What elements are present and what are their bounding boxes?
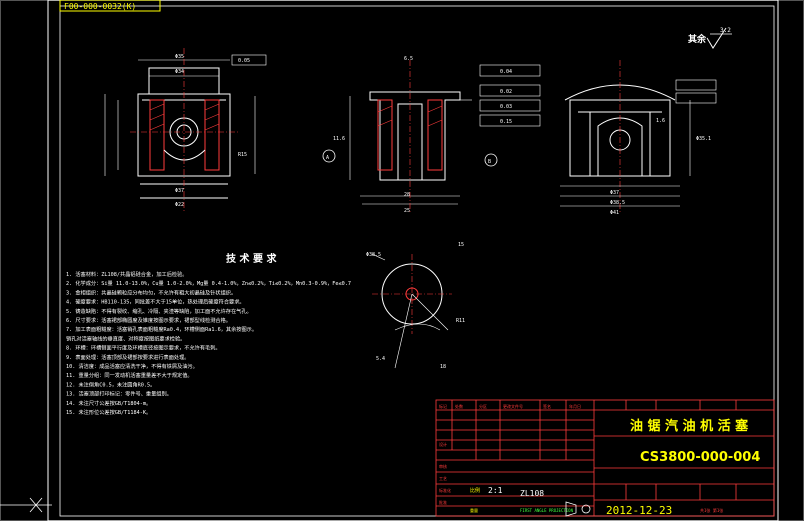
view-front-section <box>104 48 256 212</box>
roughness-symbol-icon <box>706 27 727 49</box>
dim-tol-1: 0.05 <box>238 58 250 64</box>
requirement-item: 2. 化学成分：Si量 11.0-13.0%，Cu量 1.0-2.0%，Mg量 … <box>66 279 351 287</box>
requirement-item: 13. 活塞顶部打印标记：零件号、重量组别。 <box>66 390 172 398</box>
corner-label: F00-000-0032(K) <box>64 2 136 11</box>
dim-tol-2: 0.04 <box>500 69 512 75</box>
requirement-item: 15. 未注形位公差按GB/T1184-K。 <box>66 408 151 416</box>
tb-scale: 2:1 <box>488 486 503 495</box>
tb-date: 2012-12-23 <box>606 504 672 517</box>
requirement-item: 6. 尺寸要求：活塞裙部椭圆度及锥度按图示要求，裙部型线检测合格。 <box>66 316 231 324</box>
title-block <box>435 399 775 517</box>
tb-header-0: 标记 <box>439 403 447 409</box>
dim-w1: 15 <box>458 242 464 248</box>
dim-w2: 25 <box>404 208 410 214</box>
tolerance-frame-2 <box>479 64 541 77</box>
datum-a-icon <box>322 149 336 163</box>
roughness-note: 其余 <box>688 33 707 45</box>
tolerance-frame-3 <box>479 84 541 97</box>
tb-material: ZL108 <box>520 489 544 498</box>
tb-approved-label: 批准 <box>439 499 447 505</box>
roughness-value: 3.2 <box>720 27 731 34</box>
requirement-item: 10. 清洁度：成品活塞应清洗干净，不得有铁屑及油污。 <box>66 362 198 370</box>
tb-sheet: 共1张 第1张 <box>700 507 723 513</box>
requirement-item: 12. 未注倒角C0.5，未注圆角R0.5。 <box>66 380 155 388</box>
tolerance-frame-6 <box>675 79 717 91</box>
sheet-frame <box>47 0 779 521</box>
requirement-item: 销孔对活塞轴线的垂直度、对称度按图纸要求检验。 <box>66 334 185 342</box>
requirement-item: 9. 表面处理：活塞顶部及裙部按要求进行表面处理。 <box>66 353 190 361</box>
dim-d7: Φ41 <box>610 210 619 216</box>
tb-designed-label: 设计 <box>439 441 447 447</box>
view-side-section <box>349 60 472 212</box>
tb-projection: FIRST ANGLE PROJECTION <box>520 508 574 513</box>
requirement-item: 14. 未注尺寸公差按GB/T1804-m。 <box>66 399 151 407</box>
tb-header-3: 更改文件号 <box>503 403 523 409</box>
tb-scale-label: 比例 <box>470 487 480 494</box>
dim-d4: Φ38.5 <box>366 252 381 258</box>
tolerance-frame-1 <box>231 54 267 66</box>
datum-a: A <box>326 155 329 161</box>
dim-w4: 18 <box>440 364 446 370</box>
dim-r2: R11 <box>456 318 465 324</box>
dim-hole: Φ22 <box>175 202 184 208</box>
tb-checked-label: 审核 <box>439 463 447 469</box>
dim-d: Φ35 <box>175 54 184 60</box>
requirement-item: 8. 环槽：环槽侧面平行度及环槽底径按图示要求，不允许有毛刺。 <box>66 344 221 352</box>
tb-header-1: 处数 <box>455 403 463 409</box>
corner-label-box <box>59 0 161 12</box>
tb-weight-label: 重量 <box>470 507 478 513</box>
tb-header-4: 签名 <box>543 403 551 409</box>
tolerance-frame-5 <box>479 114 541 127</box>
dim-tol-3: 0.02 <box>500 89 512 95</box>
dim-ang: 5.4 <box>376 356 385 362</box>
requirements-list: 1. 活塞材料：ZL108/共晶铝硅合金，加工后检验。2. 化学成分：Si量 1… <box>66 270 351 416</box>
dim-l1: 1.6 <box>656 118 665 124</box>
dim-tol-4: 0.15 <box>500 119 512 125</box>
dim-l2: 11.6 <box>333 136 345 142</box>
requirement-item: 5. 铸造缺陷：不得有裂纹、缩孔、冷隔、夹渣等缺陷，加工面不允许存在气孔。 <box>66 307 252 315</box>
dim-l3: 6.5 <box>404 56 413 62</box>
dim-r1: R15 <box>238 152 247 158</box>
tb-part-name: 油 锯 汽 油 机 活 塞 <box>630 418 749 434</box>
dim-tol-5: 0.03 <box>500 104 512 110</box>
requirement-item: 3. 金相组织：共晶硅颗粒应分布均匀，不允许有粗大初晶硅及针状组织。 <box>66 288 236 296</box>
dim-d5: Φ37 <box>610 190 619 196</box>
dim-d3: Φ37 <box>175 188 184 194</box>
dim-w3: 28 <box>404 192 410 198</box>
view-right <box>560 60 691 212</box>
requirement-item: 4. 硬度要求：HB110-135，同批差不大于15单位，热处理后硬度符合要求。 <box>66 298 245 306</box>
dim-d6: Φ38.5 <box>610 200 625 206</box>
tolerance-frame-7 <box>675 92 717 104</box>
tb-standard-label: 标准化 <box>439 487 451 493</box>
datum-b-icon <box>484 153 498 167</box>
dim-d2: Φ34 <box>175 69 184 75</box>
datum-b: B <box>488 159 491 165</box>
projection-symbol-icon <box>565 501 591 517</box>
tb-header-2: 分区 <box>479 403 487 409</box>
tb-process-label: 工艺 <box>439 476 447 481</box>
tb-drawing-no: CS3800-000-004 <box>640 450 760 465</box>
requirement-item: 1. 活塞材料：ZL108/共晶铝硅合金，加工后检验。 <box>66 270 187 278</box>
inner-frame <box>59 5 775 517</box>
requirements-title: 技 术 要 求 <box>226 252 277 265</box>
requirement-item: 7. 加工表面粗糙度：活塞销孔表面粗糙度Ra0.4，环槽侧面Ra1.6，其余按图… <box>66 325 257 333</box>
tolerance-frame-4 <box>479 99 541 112</box>
requirement-item: 11. 重量分组：同一发动机活塞重量差不大于规定值。 <box>66 371 193 379</box>
tb-header-5: 年月日 <box>569 403 581 409</box>
ucs-crosshair-icon <box>0 497 52 513</box>
detail-top-view <box>371 253 452 369</box>
dim-d8: Φ35.1 <box>696 136 711 142</box>
